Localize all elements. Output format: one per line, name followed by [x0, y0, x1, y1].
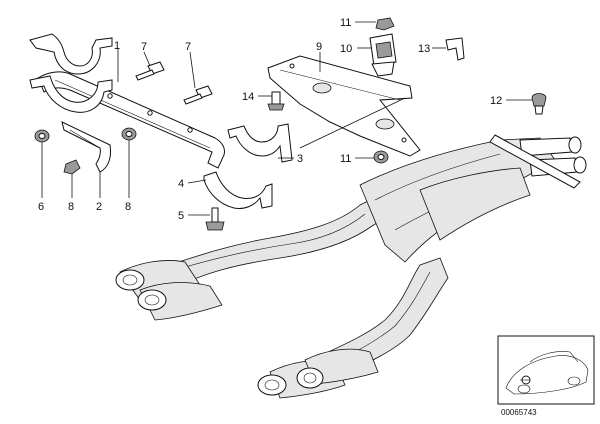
callout-labels: 1 7 7 9 11 10 13 12 14 11 3 4 5 6 8 2 8 [38, 17, 502, 222]
callout-11-mid: 11 [340, 153, 351, 165]
callout-10: 10 [340, 43, 352, 55]
callout-8a: 8 [68, 201, 74, 213]
support-bracket [37, 71, 225, 169]
inset-car-thumbnail [497, 335, 595, 405]
callout-6: 6 [38, 201, 44, 213]
bolt-7-right [183, 85, 213, 105]
nut-8-right [121, 127, 137, 141]
callout-4: 4 [178, 178, 184, 190]
callout-13: 13 [418, 43, 430, 55]
pipe-clamp-right [203, 123, 293, 209]
reference-number: 00065743 [501, 408, 537, 417]
nut-8-left [34, 129, 50, 143]
callout-1: 1 [114, 40, 120, 52]
exhaust-pipe-assembly [115, 134, 587, 399]
nut-11-top [375, 17, 395, 31]
clip-13 [445, 37, 465, 61]
stopper-12 [531, 93, 547, 115]
callout-2: 2 [96, 201, 102, 213]
nut-11-mid [373, 150, 389, 164]
rubber-mount [369, 33, 397, 77]
callout-7a: 7 [141, 41, 147, 53]
heat-shield-plate [267, 55, 421, 157]
bolt-7-left [135, 61, 165, 81]
callout-12: 12 [490, 95, 502, 107]
bolt-5 [205, 207, 225, 231]
callout-7b: 7 [185, 41, 191, 53]
callout-11-top: 11 [340, 17, 351, 29]
callout-8b: 8 [125, 201, 131, 213]
pipe-clamp-lower [61, 121, 111, 173]
screw-14 [267, 91, 285, 111]
callout-3: 3 [297, 153, 303, 165]
callout-5: 5 [178, 210, 184, 222]
callout-9: 9 [316, 41, 322, 53]
nut-6 [63, 159, 81, 175]
pipe-clamp-upper [29, 33, 113, 113]
leader-lines [41, 21, 532, 216]
callout-14: 14 [242, 91, 254, 103]
